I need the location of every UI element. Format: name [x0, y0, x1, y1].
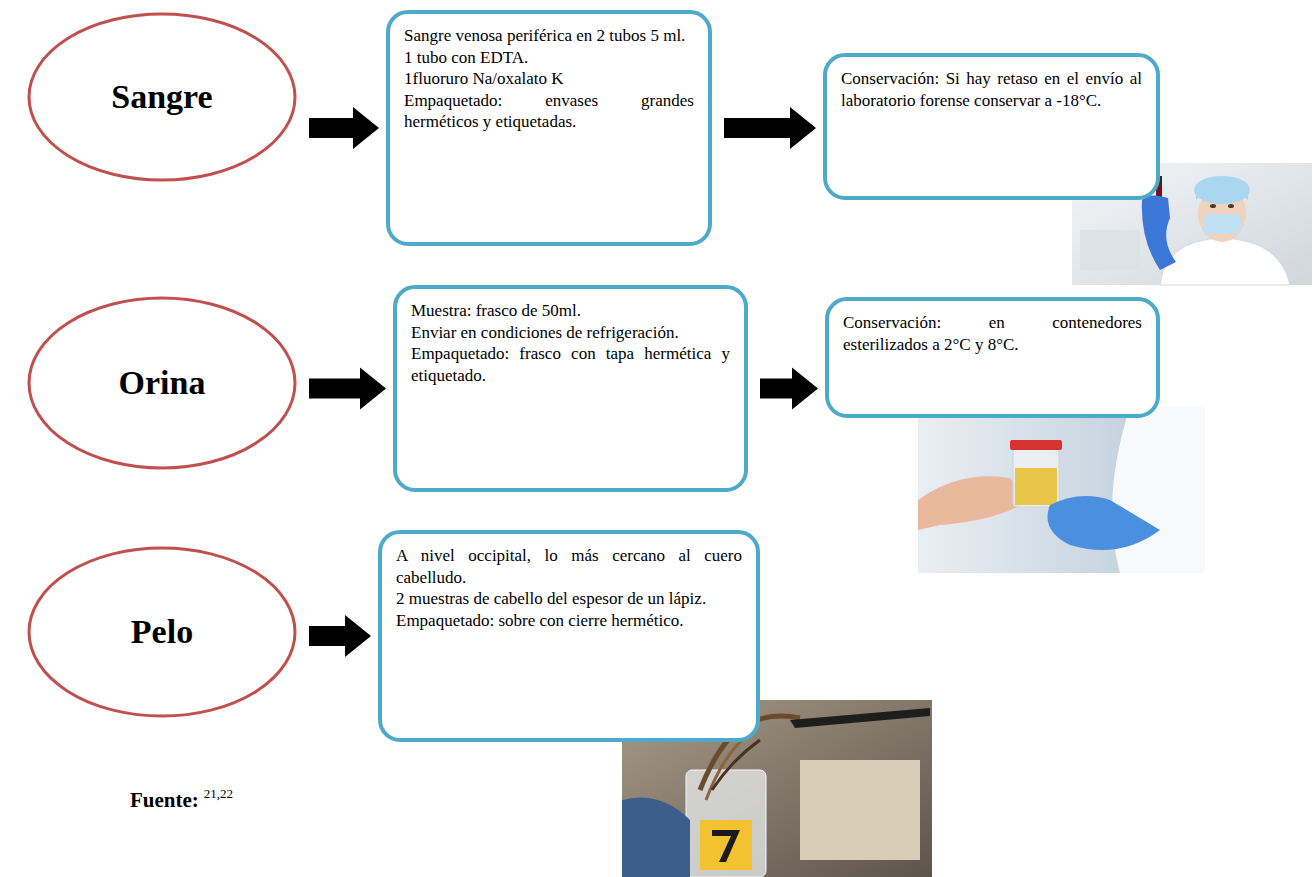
- sample-title: Pelo: [131, 613, 193, 651]
- block-arrow: [309, 615, 371, 657]
- info-box: Conservación: Si hay retaso en el envío …: [823, 53, 1160, 200]
- reference-number: 21,22: [204, 786, 233, 801]
- info-box: Conservación: en contenedores esteriliza…: [825, 297, 1160, 418]
- sample-ellipse: Pelo: [27, 546, 297, 718]
- info-text: 2 muestras de cabello del espesor de un …: [396, 588, 742, 610]
- info-text: 1 tubo con EDTA.: [404, 47, 694, 69]
- info-text: Empaquetado: sobre con cierre hermético.: [396, 610, 742, 632]
- block-arrow: [724, 107, 816, 149]
- info-box: Sangre venosa periférica en 2 tubos 5 ml…: [386, 10, 712, 246]
- info-box: Muestra: frasco de 50ml.Enviar en condic…: [393, 285, 748, 492]
- info-text: Conservación: en contenedores esteriliza…: [843, 312, 1142, 355]
- info-text: Enviar en condiciones de refrigeración.: [411, 322, 730, 344]
- info-text: Empaquetado: envases grandes herméticos …: [404, 90, 694, 133]
- block-arrow: [760, 368, 818, 410]
- info-text: Empaquetado: frasco con tapa hermética y…: [411, 343, 730, 386]
- sample-title: Sangre: [111, 78, 212, 116]
- sample-ellipse: Sangre: [27, 12, 297, 182]
- block-arrow: [309, 107, 379, 149]
- info-text: 1fluoruro Na/oxalato K: [404, 68, 694, 90]
- source-note: Fuente: 21,22: [130, 786, 233, 813]
- source-label: Fuente:: [130, 788, 199, 812]
- urine-photo: [918, 407, 1205, 573]
- info-text: Muestra: frasco de 50ml.: [411, 300, 730, 322]
- info-text: Conservación: Si hay retaso en el envío …: [841, 68, 1142, 111]
- info-box: A nivel occipital, lo más cercano al cue…: [378, 530, 760, 742]
- sample-ellipse: Orina: [27, 296, 297, 470]
- info-text: A nivel occipital, lo más cercano al cue…: [396, 545, 742, 588]
- info-text: Sangre venosa periférica en 2 tubos 5 ml…: [404, 25, 694, 47]
- sample-title: Orina: [119, 364, 206, 402]
- block-arrow: [309, 368, 386, 410]
